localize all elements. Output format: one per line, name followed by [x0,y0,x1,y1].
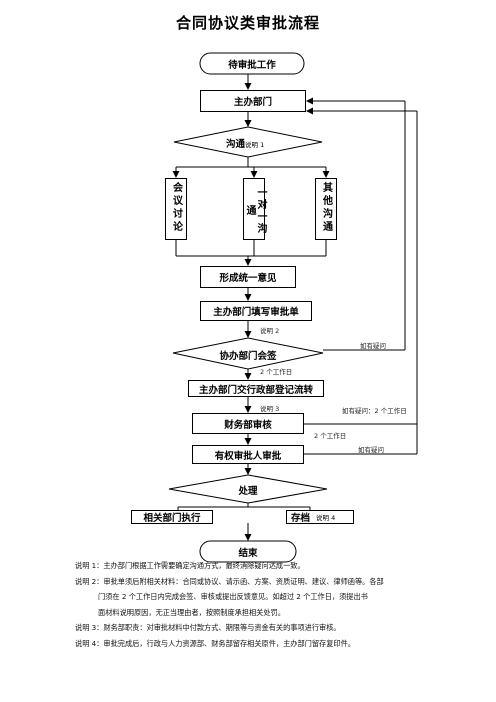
communicate-text: 沟通 [226,139,246,150]
start-terminator [199,52,305,75]
page-title: 合同协议类审批流程 [175,14,320,32]
archive-box: 存档 说明 4 [286,510,354,524]
archive-text: 存档 [291,513,311,524]
meeting-text: 会议讨论 [170,182,182,234]
note-3: 说明 3：财务部职责：对审批材料中付款方式、期限等与资金有关的事项进行审核。 [75,623,341,632]
cosign-diamond [172,337,324,370]
one-on-one-box: 一对一沟通 [243,178,266,240]
communicate-diamond [173,126,323,158]
archive-note: 说明 4 [316,514,336,522]
finance-review-box: 财务部审核 [192,413,304,434]
note-2-line-1: 说明 2：审批单须后附相关材料：合同或协议、请示函、方案、资质证明、建议、律师函… [75,576,384,586]
start-label: 待审批工作 [228,60,276,71]
note3-label: 说明 3 [260,405,280,413]
cosign-label: 协办部门会签 [219,351,277,362]
consensus-box: 形成统一意见 [200,266,296,288]
two-days-label-1: 2 个工作日 [260,368,293,376]
authorized-approval-box: 有权审批人审批 [192,445,304,464]
note-1: 说明 1：主办部门根据工作需要确定沟通方式，最终消除疑问达成一致。 [75,561,305,570]
note2-label: 说明 2 [260,327,280,335]
if-doubt-label-3: 如有疑问 [358,446,384,454]
end-label: 结束 [238,548,258,559]
end-terminator [199,540,297,563]
communicate-label: 沟通说明 1 [226,136,264,150]
two-days-label-2: 2 个工作日 [314,432,347,440]
if-doubt-label-2: 如有疑问：2 个工作日 [342,407,407,415]
meeting-box: 会议讨论 [165,178,187,240]
handle-diamond [168,474,328,504]
other-box: 其他沟通 [315,178,337,240]
notes-section: 说明 1：主办部门根据工作需要确定沟通方式，最终消除疑问达成一致。 说明 2：审… [75,558,485,651]
admin-transfer-box: 主办部门交行政部登记流转 [188,380,324,397]
note-2-line-3: 面材料说明原因，无正当理由者，按照制度承担相关处罚。 [98,607,285,617]
communicate-note: 说明 1 [245,141,265,149]
one-on-one-text: 一对一沟通 [244,186,266,235]
execute-box: 相关部门执行 [131,510,213,524]
note-4: 说明 4：审批完成后，行政与人力资源部、财务部留存相关原件，主办部门留存复印件。 [75,638,355,648]
if-doubt-label-1: 如有疑问 [360,342,386,350]
lead-dept-box: 主办部门 [200,90,306,112]
other-text: 其他沟通 [320,182,332,234]
fill-form-box: 主办部门填写审批单 [200,301,312,321]
handle-label: 处理 [238,486,258,497]
note-2-line-2: 门须在 2 个工作日内完成会签、审核或提出反馈意见。如超过 2 个工作日，须提出… [98,592,368,601]
